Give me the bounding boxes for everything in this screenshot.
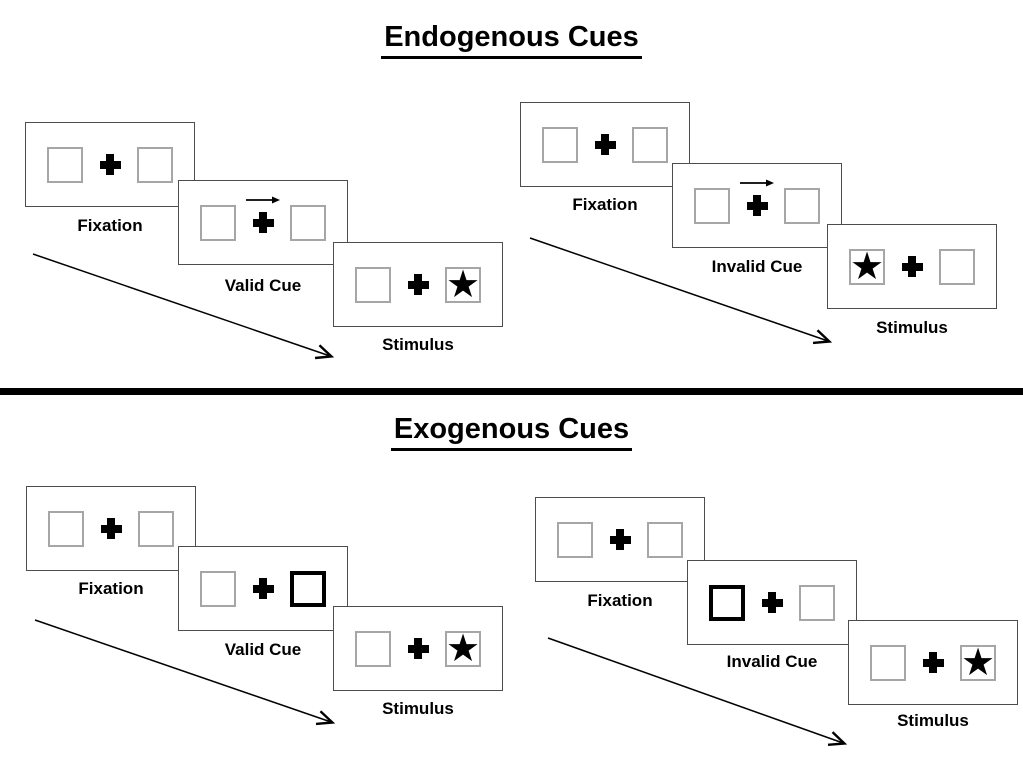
right-placeholder-box — [799, 584, 835, 621]
cue-label: Invalid Cue — [711, 257, 803, 276]
cue-center — [761, 592, 783, 613]
stimulus-center — [407, 274, 429, 295]
stimulus-label: Stimulus — [382, 699, 454, 718]
section-divider — [0, 388, 1023, 395]
cue-label: Valid Cue — [224, 640, 302, 659]
fixation-cross-icon — [761, 592, 783, 613]
endogenous-invalid-fixation-panel — [520, 102, 690, 187]
fixation-cross-icon — [99, 154, 121, 175]
cue-center — [252, 578, 274, 599]
star-target-box: ★ — [445, 261, 481, 306]
exogenous-invalid-cue-panel — [687, 560, 857, 645]
exogenous-invalid-stimulus-panel: ★ — [848, 620, 1018, 705]
stimulus-center — [901, 256, 923, 277]
section-title-endogenous-text: Endogenous Cues — [381, 21, 642, 59]
cue-highlight-box — [709, 584, 745, 621]
sequence-arrow-exogenous-valid — [34, 619, 336, 726]
fixation-cross-icon — [594, 134, 616, 155]
right-placeholder-box — [138, 510, 174, 547]
left-placeholder-box — [48, 510, 84, 547]
fixation-label: Fixation — [572, 195, 638, 214]
left-placeholder-box — [694, 187, 730, 224]
left-placeholder-box — [355, 630, 391, 667]
fixation-cross-icon — [407, 638, 429, 659]
fixation-label: Fixation — [78, 579, 144, 598]
sequence-arrow-endogenous-valid — [32, 253, 335, 360]
section-title-exogenous: Exogenous Cues — [0, 413, 1023, 451]
exogenous-valid-stimulus-panel: ★ — [333, 606, 503, 691]
section-title-exogenous-text: Exogenous Cues — [390, 413, 633, 451]
left-placeholder-box — [355, 266, 391, 303]
cue-arrow-right-icon — [246, 196, 280, 204]
right-placeholder-box — [137, 146, 173, 183]
star-target-box: ★ — [445, 625, 481, 670]
cue-highlight-box — [290, 570, 326, 607]
star-icon: ★ — [849, 243, 885, 288]
left-placeholder-box — [557, 521, 593, 558]
fixation-cross-icon — [901, 256, 923, 277]
endogenous-valid-stimulus-panel: ★ — [333, 242, 503, 327]
right-placeholder-box — [939, 248, 975, 285]
section-title-endogenous: Endogenous Cues — [0, 21, 1023, 59]
fixation-cross-icon — [100, 518, 122, 539]
left-placeholder-box — [47, 146, 83, 183]
fixation-cross-icon — [252, 578, 274, 599]
right-placeholder-box — [632, 126, 668, 163]
right-placeholder-box — [647, 521, 683, 558]
fixation-center — [594, 134, 616, 155]
endogenous-invalid-stimulus-panel: ★ — [827, 224, 997, 309]
stimulus-center — [922, 652, 944, 673]
stimulus-label: Stimulus — [876, 318, 948, 337]
star-target-box: ★ — [849, 243, 885, 288]
cue-center — [740, 179, 774, 216]
fixation-label: Fixation — [587, 591, 653, 610]
star-target-box: ★ — [960, 639, 996, 684]
right-placeholder-box — [290, 204, 326, 241]
fixation-cross-icon — [746, 195, 768, 216]
star-icon: ★ — [960, 639, 996, 684]
left-placeholder-box — [200, 570, 236, 607]
star-icon: ★ — [445, 625, 481, 670]
fixation-center — [99, 154, 121, 175]
fixation-cross-icon — [407, 274, 429, 295]
fixation-center — [100, 518, 122, 539]
cue-label: Valid Cue — [224, 276, 302, 295]
fixation-cross-icon — [252, 212, 274, 233]
left-placeholder-box — [200, 204, 236, 241]
stimulus-center — [407, 638, 429, 659]
endogenous-valid-fixation-panel — [25, 122, 195, 207]
cue-arrow-right-icon — [740, 179, 774, 187]
cue-center — [246, 196, 280, 233]
sequence-arrow-endogenous-invalid — [529, 237, 833, 345]
fixation-center — [609, 529, 631, 550]
left-placeholder-box — [542, 126, 578, 163]
cue-label: Invalid Cue — [726, 652, 818, 671]
stimulus-label: Stimulus — [897, 711, 969, 730]
left-placeholder-box — [870, 644, 906, 681]
endogenous-valid-cue-panel — [178, 180, 348, 265]
endogenous-invalid-cue-panel — [672, 163, 842, 248]
fixation-cross-icon — [609, 529, 631, 550]
fixation-label: Fixation — [77, 216, 143, 235]
exogenous-invalid-fixation-panel — [535, 497, 705, 582]
right-placeholder-box — [784, 187, 820, 224]
exogenous-valid-cue-panel — [178, 546, 348, 631]
fixation-cross-icon — [922, 652, 944, 673]
star-icon: ★ — [445, 261, 481, 306]
stimulus-label: Stimulus — [382, 335, 454, 354]
exogenous-valid-fixation-panel — [26, 486, 196, 571]
sequence-arrow-exogenous-invalid — [547, 637, 848, 747]
